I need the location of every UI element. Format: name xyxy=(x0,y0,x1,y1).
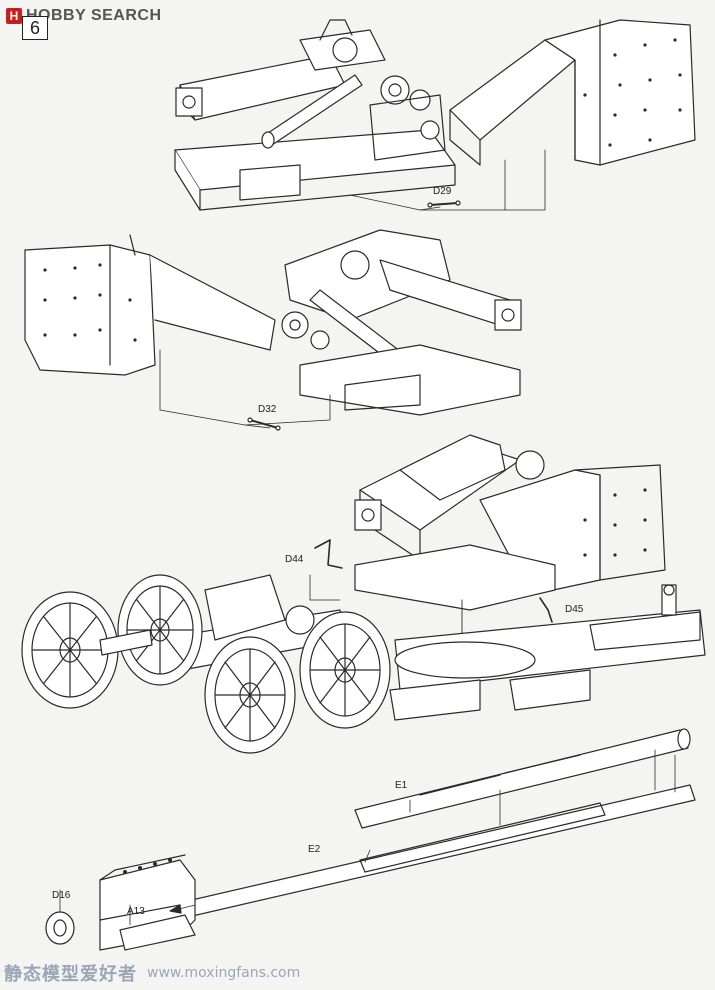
watermark: 静态模型爱好者 www.moxingfans.com xyxy=(4,962,301,985)
middle-cradle-assembly xyxy=(24,229,522,431)
logo-badge: H xyxy=(6,8,22,24)
barrel-assembly xyxy=(166,728,696,922)
muzzle-brake-assembly xyxy=(45,854,196,951)
wheel-rear-left xyxy=(117,574,203,686)
watermark-url: www.moxingfans.com xyxy=(147,965,301,981)
part-label-d16: D16 xyxy=(52,890,71,901)
part-label-e2: E2 xyxy=(308,844,321,855)
leader-lines xyxy=(129,159,506,926)
part-label-d45: D45 xyxy=(565,604,584,615)
hobby-search-logo: H HOBBY SEARCH xyxy=(6,5,162,27)
complete-upper-mount xyxy=(314,434,666,651)
wheel-rear-right xyxy=(299,611,391,729)
step-number: 6 xyxy=(22,16,48,40)
part-label-d44: D44 xyxy=(285,554,304,565)
gun-carriage xyxy=(21,574,706,754)
part-label-a13: A13 xyxy=(127,906,145,917)
upper-cradle-assembly xyxy=(174,19,696,211)
part-label-d32: D32 xyxy=(258,404,277,415)
watermark-chinese: 静态模型爱好者 xyxy=(4,964,137,985)
wheel-front-right xyxy=(204,636,296,754)
part-label-d29: D29 xyxy=(433,186,452,197)
logo-text: HOBBY SEARCH xyxy=(26,7,162,24)
part-label-e1: E1 xyxy=(395,780,408,791)
